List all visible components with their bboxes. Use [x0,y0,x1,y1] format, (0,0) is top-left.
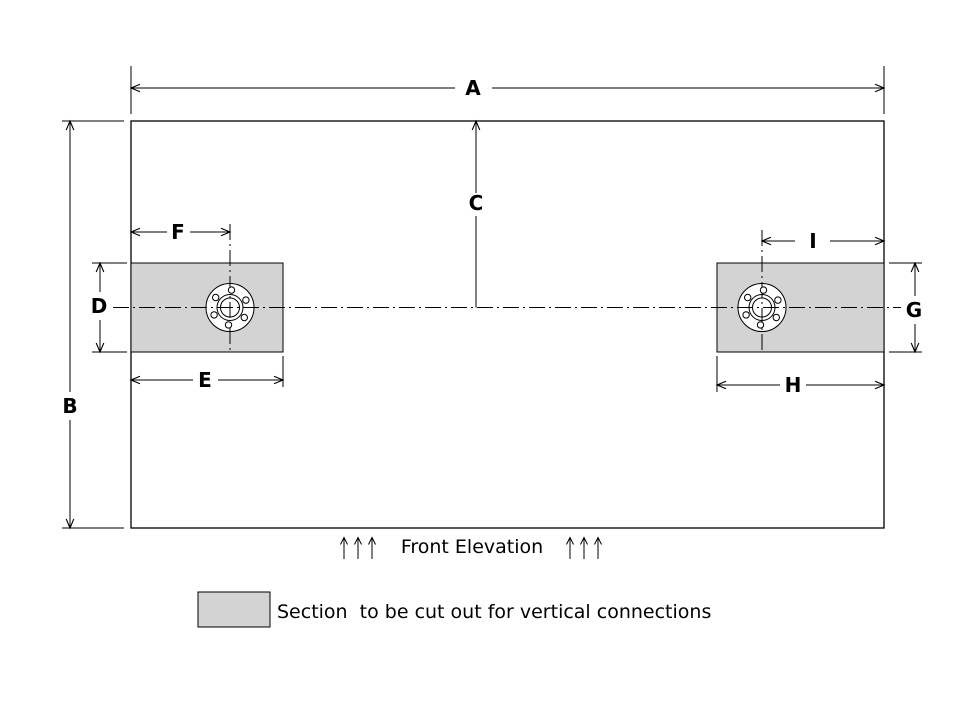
up-arrow-icon [594,536,602,559]
up-arrows-left-icon [340,536,376,559]
dimension-B: B [62,119,124,530]
dimension-D: D [91,261,127,354]
dim-label-c: C [469,191,484,215]
up-arrow-icon [354,536,362,559]
flange-right-bore-inner [752,297,772,318]
up-arrow-icon [368,536,376,559]
bolt-hole [756,321,765,329]
dim-label-h: H [785,373,802,397]
legend-label: Section to be cut out for vertical conne… [277,601,711,623]
bolt-hole [774,296,782,304]
dim-label-g: G [906,298,922,322]
bolt-hole [240,313,249,322]
dim-label-d: D [91,294,108,318]
legend-swatch [197,591,271,628]
bolt-hole [210,311,218,319]
dim-label-a: A [465,76,481,100]
dimension-H: H [715,356,886,397]
dim-label-f: F [171,220,185,244]
bolt-hole [742,311,750,319]
up-arrow-icon [340,536,348,559]
dimension-C: C [469,119,484,308]
bolt-hole [224,321,233,329]
up-arrow-icon [566,536,574,559]
dim-label-i: I [809,229,816,253]
bolt-hole [227,286,236,294]
dimension-E: E [129,356,285,392]
flange-left-bore-outer [216,294,244,321]
dim-label-e: E [198,368,212,392]
bolt-hole [772,313,780,322]
dimension-I: I [760,229,886,253]
bolt-hole [212,293,220,302]
flange-left-bore-inner [220,297,240,318]
up-arrow-icon [580,536,588,559]
legend-group: Section to be cut out for vertical conne… [197,591,711,628]
dimension-F: F [129,220,232,244]
dim-label-b: B [62,394,77,418]
dimension-G: G [889,261,922,354]
up-arrows-right-icon [566,536,602,559]
dimension-A: A [129,66,886,114]
flange-right-detail [742,286,782,329]
bolt-hole [242,296,250,304]
caption-title: Front Elevation [401,536,543,558]
flange-left-detail [210,286,250,329]
flange-right-bore-outer [748,294,776,321]
bolt-hole [759,286,768,294]
caption-group: Front Elevation [340,536,602,559]
bolt-hole [744,293,752,302]
